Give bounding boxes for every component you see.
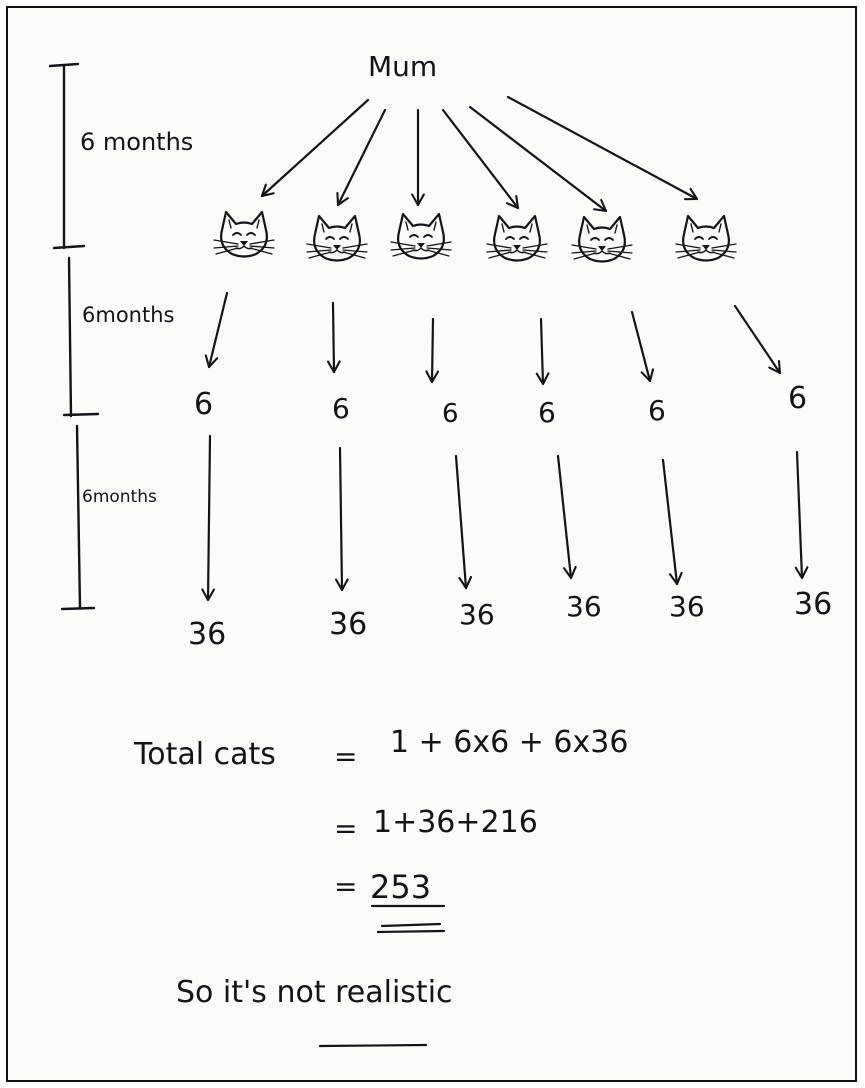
cat-face-icon (212, 210, 276, 258)
paper-sheet (6, 6, 857, 1082)
mum-arrows (260, 95, 699, 213)
arrow (468, 105, 608, 213)
cat-face-icon (305, 214, 369, 262)
result-underline (380, 922, 442, 928)
calculation: Total cats = 1 + 6x6 + 6x36 = 1+36+216 =… (133, 725, 628, 934)
gen1-count: 6 (332, 392, 350, 425)
arrow (201, 434, 216, 602)
mum-label: Mum (368, 50, 437, 83)
timeline-label: 6months (82, 303, 174, 327)
gen1-count: 6 (442, 399, 459, 429)
equals-sign: = (334, 870, 357, 903)
gen2-arrows (201, 434, 809, 602)
gen2-count: 36 (188, 617, 226, 652)
cat-face-icon (570, 215, 634, 263)
calc-line-1: 1 + 6x6 + 6x36 (390, 725, 628, 760)
arrow (204, 291, 229, 369)
conclusion-underline (318, 1043, 428, 1048)
result-underline (376, 929, 446, 934)
calc-line-2: 1+36+216 (373, 805, 538, 840)
conclusion-text: So it's not realistic (176, 975, 453, 1010)
cat-face-icon (674, 214, 738, 262)
generation-2: 36 36 36 36 36 36 (188, 587, 832, 652)
arrow (260, 98, 370, 198)
arrow (425, 317, 440, 384)
arrow (630, 310, 655, 383)
arrow (733, 304, 782, 375)
arrow (661, 458, 683, 586)
gen2-count: 36 (329, 607, 367, 642)
arrow (454, 454, 473, 590)
arrow (535, 317, 550, 386)
gen1-count: 6 (194, 387, 213, 422)
arrow (506, 95, 699, 201)
gen2-count: 36 (669, 590, 705, 623)
timeline-label: 6months (82, 487, 157, 507)
gen1-count: 6 (648, 394, 666, 427)
gen2-count: 36 (794, 587, 832, 622)
gen2-count: 36 (566, 590, 602, 623)
timeline-label: 6 months (80, 128, 193, 156)
arrow (326, 301, 341, 374)
arrow (334, 446, 349, 592)
cat-face-icon (389, 212, 453, 260)
equals-sign: = (334, 740, 357, 773)
gen1-count: 6 (788, 381, 807, 416)
total-result: 253 (370, 868, 431, 906)
gen1-arrows (204, 291, 782, 386)
arrow (556, 454, 577, 580)
gen2-count: 36 (459, 598, 495, 631)
gen1-count: 6 (538, 396, 556, 429)
kittens-row (212, 210, 738, 263)
arrow (441, 108, 520, 210)
generation-1: 6 6 6 6 6 6 (194, 381, 807, 429)
arrow (794, 450, 809, 580)
timeline-bar (48, 62, 100, 611)
cat-face-icon (485, 214, 549, 262)
total-cats-label: Total cats (133, 737, 276, 772)
equals-sign: = (334, 812, 357, 845)
arrow (336, 108, 387, 207)
